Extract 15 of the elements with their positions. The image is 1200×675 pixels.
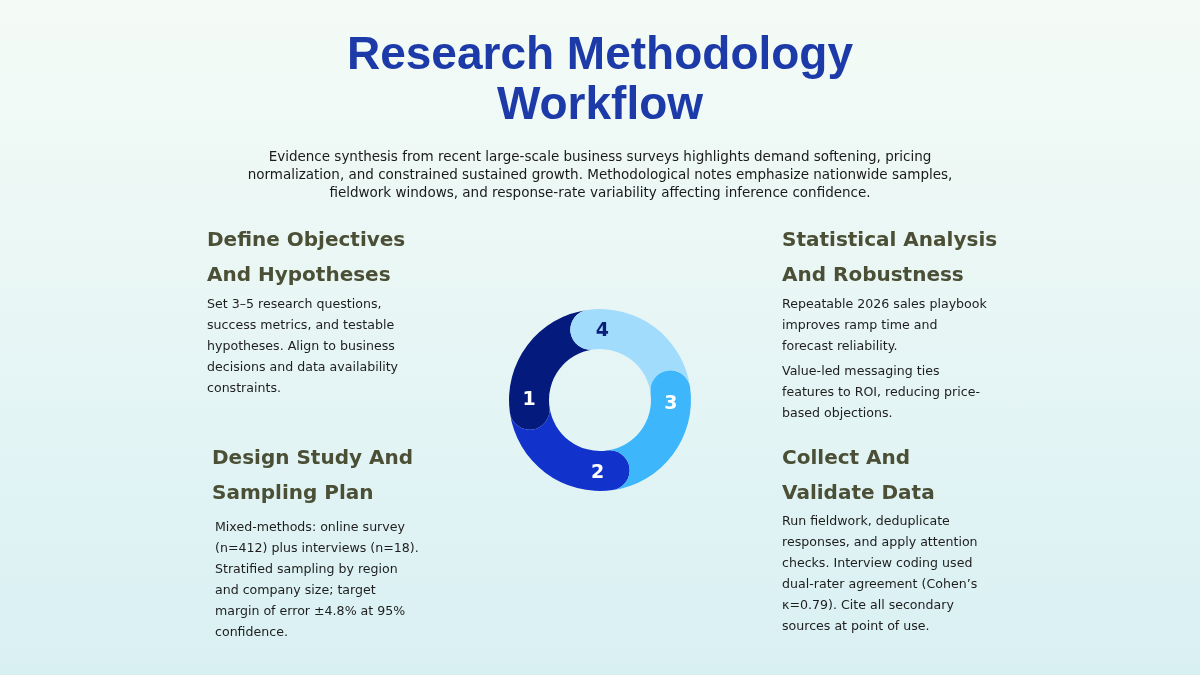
step-number: 1 — [522, 386, 536, 409]
section-description: Value-led messaging ties features to ROI, reducing price-based objections. — [782, 362, 981, 422]
section-heading: Define Objectives And Hypotheses — [207, 226, 407, 288]
step-number: 2 — [590, 459, 605, 482]
section-heading: Design Study And Sampling Plan — [212, 444, 414, 506]
section-heading: Statistical Analysis And Robustness — [782, 226, 999, 288]
subtitle-paragraph: Evidence synthesis from recent large-scale business surveys highlights demand softening, pricing normalization, and constrained sustained growth. Methodological notes emphasize nationwide samples, fieldwork windows, and response-rate variability affecting inference confidence. — [246, 147, 954, 201]
step-number: 4 — [595, 318, 610, 341]
step-number: 3 — [664, 391, 678, 414]
section-description: Repeatable 2026 sales playbook improves ramp time and forecast reliability. — [782, 295, 987, 355]
section-heading: Collect And Validate Data — [782, 444, 936, 506]
title: Research Methodology Workflow — [345, 28, 855, 128]
section-description: Run fieldwork, deduplicate responses, and apply attention checks. Interview coding used dual-rater agreement (Cohen’s κ=0.79). Cite all secondary sources at point of use. — [782, 512, 979, 635]
section-description: Mixed-methods: online survey (n=412) plus interviews (n=18). Stratified sampling by region and company size; target margin of error ±4.8% at 95% confidence. — [215, 518, 420, 641]
section-description: Set 3–5 research questions, success metrics, and testable hypotheses. Align to business decisions and data availability constraints. — [207, 295, 400, 397]
